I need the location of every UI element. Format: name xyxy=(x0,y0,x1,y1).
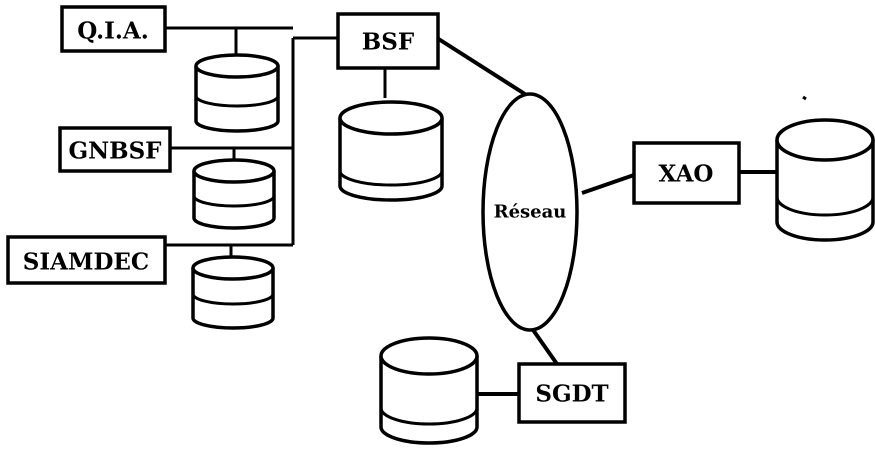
reseau-to-sgdt xyxy=(529,325,559,366)
stray-mark xyxy=(802,95,807,101)
xao-node: XAO xyxy=(632,141,741,205)
sgdt-database-icon xyxy=(379,336,479,445)
sgdt-label: SGDT xyxy=(535,381,608,408)
xao-database-icon xyxy=(775,118,875,242)
bsf-database-icon xyxy=(338,100,444,202)
gnbsf-node: GNBSF xyxy=(58,126,172,173)
qia-database-icon xyxy=(194,53,280,133)
qia-node: Q.I.A. xyxy=(60,5,167,53)
gnbsf-database-icon xyxy=(192,158,276,230)
reseau-to-xao xyxy=(581,173,635,195)
sgdt-node: SGDT xyxy=(517,362,627,424)
qia-label: Q.I.A. xyxy=(77,18,149,45)
siamdec-label: SIAMDEC xyxy=(23,249,149,276)
siamdec-database-icon xyxy=(191,255,275,330)
xao-label: XAO xyxy=(659,161,714,188)
reseau-label: Réseau xyxy=(494,202,567,223)
siamdec-node: SIAMDEC xyxy=(6,235,167,285)
bsf-label: BSF xyxy=(362,29,415,56)
gnbsf-label: GNBSF xyxy=(68,138,162,165)
bsf-to-reseau xyxy=(435,36,530,98)
bsf-node: BSF xyxy=(336,12,440,70)
connections xyxy=(165,26,778,396)
reseau-network: Réseau xyxy=(481,92,579,332)
